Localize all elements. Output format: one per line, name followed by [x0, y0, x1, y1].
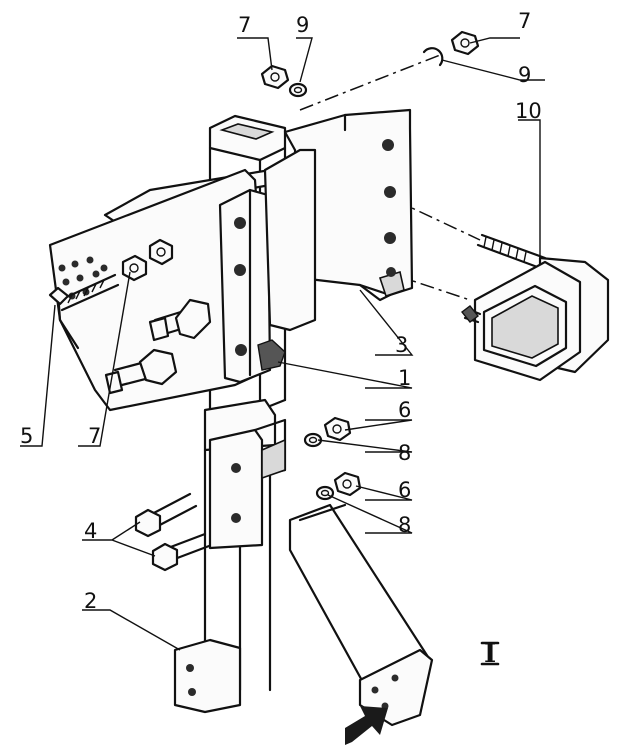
left-plate: [48, 168, 270, 412]
callout-1: 1: [398, 366, 411, 390]
pin-5: [48, 286, 80, 350]
wedge-part-1: [257, 339, 286, 371]
clamp-strip: [218, 188, 272, 384]
leader-lines: [20, 37, 545, 651]
callout-3: 3: [395, 333, 408, 357]
callout-6-upper: 6: [398, 398, 411, 422]
lower-bar: [203, 398, 287, 692]
callout-7-left: 7: [88, 424, 101, 448]
callout-6-lower: 6: [398, 478, 411, 502]
view-label: I: [480, 639, 500, 669]
view-label-text: I: [484, 639, 496, 669]
plate-holes: [58, 256, 108, 300]
bracket-plate-3: [283, 108, 414, 302]
callout-5: 5: [20, 424, 33, 448]
callout-8-lower: 8: [398, 513, 411, 537]
callout-7-top-left: 7: [238, 13, 251, 37]
side-rail: [263, 148, 317, 332]
loose-bolts-4: [134, 492, 211, 572]
callout-7-top-right: 7: [518, 9, 531, 33]
diagonal-strut: [288, 503, 434, 727]
direction-arrow: [345, 706, 388, 745]
callout-labels: 7 9 7 9 10 3 1 6 8 6 8 5 7 4 2: [20, 9, 542, 613]
callout-8-upper: 8: [398, 441, 411, 465]
foot-plate-2: [173, 638, 242, 714]
callout-2: 2: [84, 589, 97, 613]
callout-9-top-right: 9: [518, 63, 531, 87]
square-tube-10: [461, 233, 610, 382]
callout-9-top-left: 9: [296, 13, 309, 37]
callout-4: 4: [84, 519, 97, 543]
callout-10: 10: [515, 99, 542, 123]
plate-bolts: [58, 238, 212, 395]
